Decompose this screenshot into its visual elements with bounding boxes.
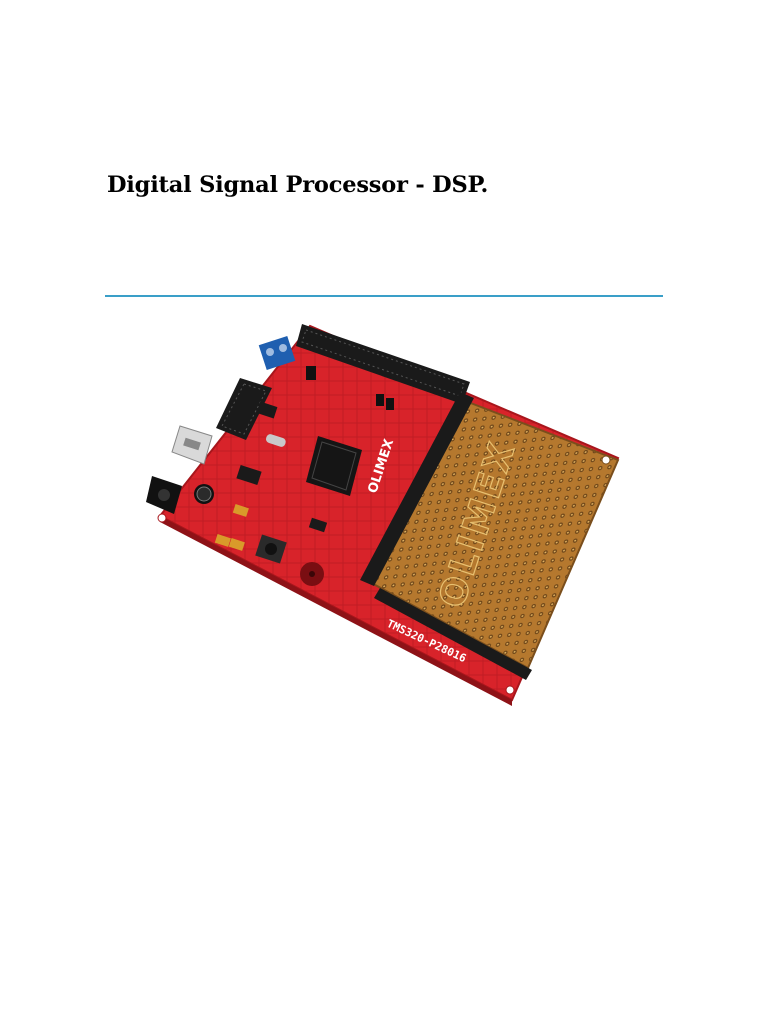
board-photo: OLIMEX OLIMEX — [140, 318, 620, 708]
crystal — [265, 434, 286, 447]
screw-terminal — [258, 336, 296, 370]
pcb-edge — [160, 516, 512, 706]
pin-header-bottom — [374, 588, 532, 680]
header-connector-left — [216, 378, 272, 440]
pin-header-side — [360, 392, 474, 586]
small-ic — [236, 464, 262, 486]
mounting-hole — [157, 513, 167, 523]
tantalum-capacitor — [232, 504, 249, 517]
title-rule — [105, 295, 663, 297]
page-title: Digital Signal Processor - DSP. — [107, 172, 489, 198]
header-connector-top — [296, 324, 470, 404]
jumper — [376, 394, 384, 406]
